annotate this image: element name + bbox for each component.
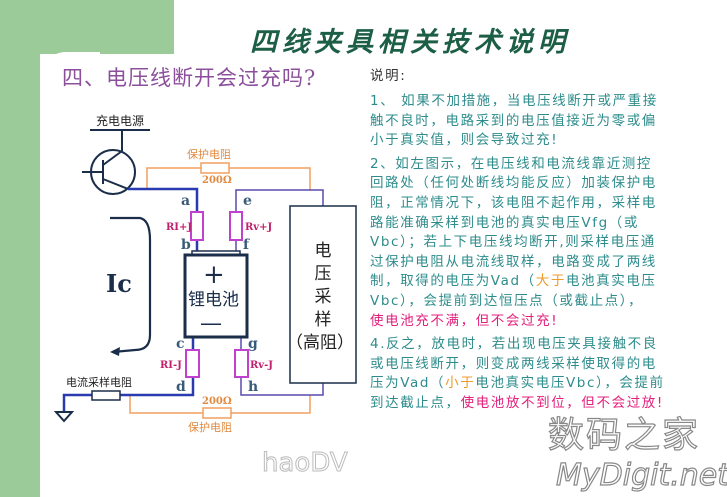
background-corner	[40, 52, 100, 112]
node-f: f	[243, 237, 250, 253]
watermark-en: MyDigit.net	[555, 457, 727, 493]
protect-resistor-top	[146, 162, 311, 190]
sampler-label-4: 样	[315, 310, 332, 330]
note-line: 过保护电阻从电流线取样，电路变成了两线	[370, 253, 665, 273]
sampler-label-5: （高阻）	[286, 333, 354, 353]
arrowhead-icon	[110, 347, 120, 356]
notes: 说明: 1、 如果不加措施，当电压线断开或严重接触不良时，电路采到的电压值接近为…	[370, 64, 665, 418]
node-b: b	[181, 237, 191, 253]
resistor-ri-minus	[185, 349, 200, 378]
charger-label: 充电电源	[96, 113, 144, 128]
note-line: 制，取得的电压为Vad（大于电池真实电压	[370, 272, 665, 292]
label-ri-minus: RI-J	[160, 360, 182, 371]
page-title: 四线夹具相关技术说明	[250, 27, 570, 58]
node-e: e	[243, 193, 252, 209]
current-wire	[62, 187, 199, 412]
note-line: 小于真实值，则会导致过充!	[370, 131, 665, 151]
note-text: 使电池放不到位，但不会过放!	[460, 394, 664, 411]
note-paragraph: 4.反之，放电时，若出现电压夹具接触不良或电压线断开，则变成两线采样使取得的电压…	[370, 335, 665, 413]
note-line: 阻，正常情况下，该电阻不起作用，采样电	[370, 194, 665, 214]
protect-resistor-bottom-value: 200Ω	[202, 396, 232, 407]
note-text: 小于	[445, 375, 476, 392]
section-title: 四、电压线断开会过充吗?	[62, 66, 317, 90]
note-text: 触不良时，电路采到的电压值接近为零或偏	[370, 112, 657, 129]
note-line: Vbc），会提前到达恒压点（或截止点），	[370, 292, 665, 312]
protect-resistor-top-value: 200Ω	[202, 175, 232, 186]
battery-minus: —	[200, 311, 222, 336]
ground-icon	[53, 411, 75, 423]
note-text: 制，取得的电压为Vad（	[370, 273, 536, 290]
note-text: 电池真实电压Vbc），会提前	[475, 375, 665, 392]
label-rv-minus: Rv-J	[250, 360, 273, 371]
label-ri-plus: RI+J	[166, 222, 192, 233]
notes-heading: 说明:	[370, 68, 407, 84]
note-text: 阻，正常情况下，该电阻不起作用，采样电	[370, 194, 657, 211]
node-g: g	[248, 336, 258, 352]
watermark-cn: 数码之家	[547, 415, 701, 456]
note-text: Vbc），会提前到达恒压点（或截止点），	[370, 292, 644, 309]
note-paragraph: 2、如左图示，在电压线和电流线靠近测控回路处（任何处断线均能反应）加装保护电阻，…	[370, 155, 665, 331]
note-text: Vbc）；若上下电压线均断开,则采样电压通	[370, 234, 656, 251]
resistor-rv-plus	[229, 211, 243, 241]
note-text: 1、 如果不加措施，当电压线断开或严重接	[370, 93, 658, 109]
note-text: 小于真实值，则会导致过充!	[370, 132, 559, 149]
note-line: 压为Vad（小于电池真实电压Vbc），会提前	[370, 374, 665, 394]
note-line: 回路处（任何处断线均能反应）加装保护电	[370, 174, 665, 194]
note-line: 1、 如果不加措施，当电压线断开或严重接	[370, 92, 665, 112]
sampler-label-3: 采	[315, 287, 332, 307]
current-sense-label: 电流采样电阻	[66, 375, 132, 389]
sampler-label-1: 电	[315, 241, 332, 261]
note-text: 压为Vad（	[370, 375, 446, 392]
note-line: 4.反之，放电时，若出现电压夹具接触不良	[370, 335, 665, 355]
resistor-rv-minus	[234, 349, 249, 378]
note-text: 回路处（任何处断线均能反应）加装保护电	[370, 175, 657, 192]
sampler-label-2: 压	[315, 264, 332, 284]
note-line: 路能准确采样到电池的真实电压Vfg（或	[370, 214, 665, 234]
note-text: 路能准确采样到电池的真实电压Vfg（或	[370, 214, 639, 231]
protect-resistor-top-label: 保护电阻	[187, 147, 231, 161]
node-d: d	[176, 379, 186, 395]
note-line: 触不良时，电路采到的电压值接近为零或偏	[370, 112, 665, 132]
note-paragraph: 1、 如果不加措施，当电压线断开或严重接触不良时，电路采到的电压值接近为零或偏小…	[370, 92, 665, 151]
note-line: Vbc）；若上下电压线均断开,则采样电压通	[370, 233, 665, 253]
battery-plus: +	[203, 260, 225, 290]
note-line: 到达截止点，使电池放不到位，但不会过放!	[370, 394, 665, 414]
protect-resistor-bottom	[129, 395, 311, 419]
note-text: 或电压线断开，则变成两线采样使取得的电	[370, 355, 657, 372]
note-text: 2、如左图示，在电压线和电流线靠近测控	[370, 155, 652, 172]
note-text: 4.反之，放电时，若出现电压夹具接触不良	[370, 336, 658, 353]
node-h: h	[248, 379, 258, 395]
current-arrow-icon	[110, 216, 152, 354]
label-rv-plus: Rv+J	[245, 222, 273, 233]
node-c: c	[176, 336, 185, 352]
resistor-ri-plus	[190, 211, 204, 241]
current-label: Ic	[106, 269, 132, 298]
battery-label: 锂电池	[188, 290, 239, 310]
note-text: 大于	[535, 273, 566, 290]
node-a: a	[181, 193, 190, 209]
note-text: 到达截止点，	[370, 394, 461, 411]
background-header-block	[0, 0, 174, 54]
note-line: 2、如左图示，在电压线和电流线靠近测控	[370, 155, 665, 175]
transistor-icon	[82, 129, 150, 195]
protect-resistor-bottom-label: 保护电阻	[188, 420, 232, 434]
watermark-mid: haoDV	[262, 448, 349, 479]
note-line: 使电池充不满，但不会过充!	[370, 312, 665, 332]
note-text: 电池真实电压	[565, 273, 657, 290]
note-line: 或电压线断开，则变成两线采样使取得的电	[370, 355, 665, 375]
note-text: 过保护电阻从电流线取样，电路变成了两线	[370, 253, 657, 270]
background-stripe	[0, 0, 40, 497]
note-text: 使电池充不满，但不会过充!	[370, 312, 559, 329]
battery	[183, 253, 249, 339]
current-sense-resistor	[91, 390, 121, 401]
voltage-sampler	[289, 205, 357, 384]
